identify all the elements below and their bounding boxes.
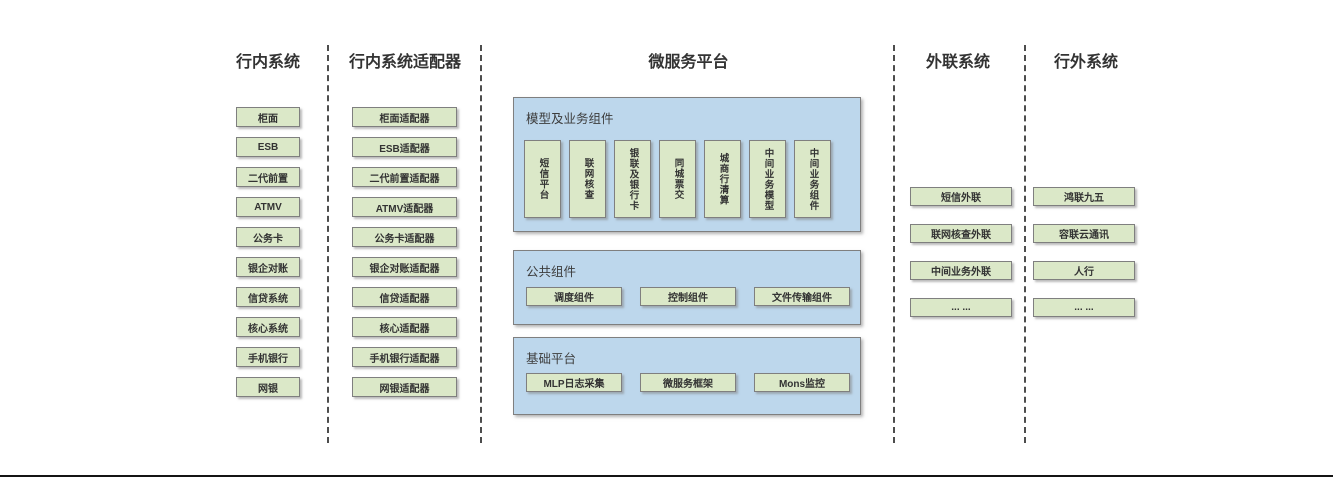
system-box: ATMV [236,197,300,217]
system-box: 核心系统 [236,317,300,337]
divider-2 [480,45,482,443]
internal-adapters-list: 柜面适配器 ESB适配器 二代前置适配器 ATMV适配器 公务卡适配器 银企对账… [352,107,457,397]
column-header-internal-adapters: 行内系统适配器 [348,54,461,71]
adapter-box: 手机银行适配器 [352,347,457,367]
adapter-box: ESB适配器 [352,137,457,157]
system-box: 联网核查外联 [910,224,1012,243]
component-box: 微服务框架 [640,373,736,392]
adapter-box: 信贷适配器 [352,287,457,307]
bottom-rule [0,475,1333,477]
component-box: 短信平台 [524,140,561,218]
system-box: 手机银行 [236,347,300,367]
component-box: 银联及银行卡 [614,140,651,218]
system-box: ... ... [1033,298,1135,317]
system-box: 短信外联 [910,187,1012,206]
panel-title: 模型及业务组件 [526,112,614,126]
system-box: 中间业务外联 [910,261,1012,280]
divider-4 [1024,45,1026,443]
model-components-row: 短信平台 联网核查 银联及银行卡 同城票交 城商行清算 中间业务模型 中间业务组… [524,140,831,218]
panel-base-platform: 基础平台 MLP日志采集 微服务框架 Mons监控 [513,337,861,415]
common-components-row: 调度组件 控制组件 文件传输组件 [526,287,850,306]
adapter-box: 银企对账适配器 [352,257,457,277]
system-box: 银企对账 [236,257,300,277]
component-box: Mons监控 [754,373,850,392]
system-box: ESB [236,137,300,157]
divider-1 [327,45,329,443]
component-box: 控制组件 [640,287,736,306]
system-box: 信贷系统 [236,287,300,307]
panel-title: 公共组件 [526,265,577,279]
panel-common-components: 公共组件 调度组件 控制组件 文件传输组件 [513,250,861,325]
internal-systems-list: 柜面 ESB 二代前置 ATMV 公务卡 银企对账 信贷系统 核心系统 手机银行… [236,107,300,397]
column-header-external-link-systems: 外联系统 [925,54,990,71]
system-box: 鸿联九五 [1033,187,1135,206]
adapter-box: ATMV适配器 [352,197,457,217]
external-link-systems-list: 短信外联 联网核查外联 中间业务外联 ... ... [910,187,1012,317]
component-box: 调度组件 [526,287,622,306]
column-header-microservice-platform: 微服务平台 [648,54,729,71]
adapter-box: 柜面适配器 [352,107,457,127]
system-box: 容联云通讯 [1033,224,1135,243]
adapter-box: 网银适配器 [352,377,457,397]
component-box: MLP日志采集 [526,373,622,392]
adapter-box: 二代前置适配器 [352,167,457,187]
component-box: 同城票交 [659,140,696,218]
system-box: 网银 [236,377,300,397]
system-box: 公务卡 [236,227,300,247]
column-header-outside-systems: 行外系统 [1053,54,1118,71]
panel-title: 基础平台 [526,352,577,366]
divider-3 [893,45,895,443]
component-box: 联网核查 [569,140,606,218]
component-box: 城商行清算 [704,140,741,218]
system-box: 二代前置 [236,167,300,187]
component-box: 中间业务组件 [794,140,831,218]
panel-model-business-components: 模型及业务组件 短信平台 联网核查 银联及银行卡 同城票交 城商行清算 中间业务… [513,97,861,232]
system-box: 柜面 [236,107,300,127]
component-box: 中间业务模型 [749,140,786,218]
base-platform-row: MLP日志采集 微服务框架 Mons监控 [526,373,850,392]
adapter-box: 核心适配器 [352,317,457,337]
component-box: 文件传输组件 [754,287,850,306]
outside-systems-list: 鸿联九五 容联云通讯 人行 ... ... [1033,187,1135,317]
adapter-box: 公务卡适配器 [352,227,457,247]
system-box: 人行 [1033,261,1135,280]
column-header-internal-systems: 行内系统 [235,54,300,71]
system-box: ... ... [910,298,1012,317]
